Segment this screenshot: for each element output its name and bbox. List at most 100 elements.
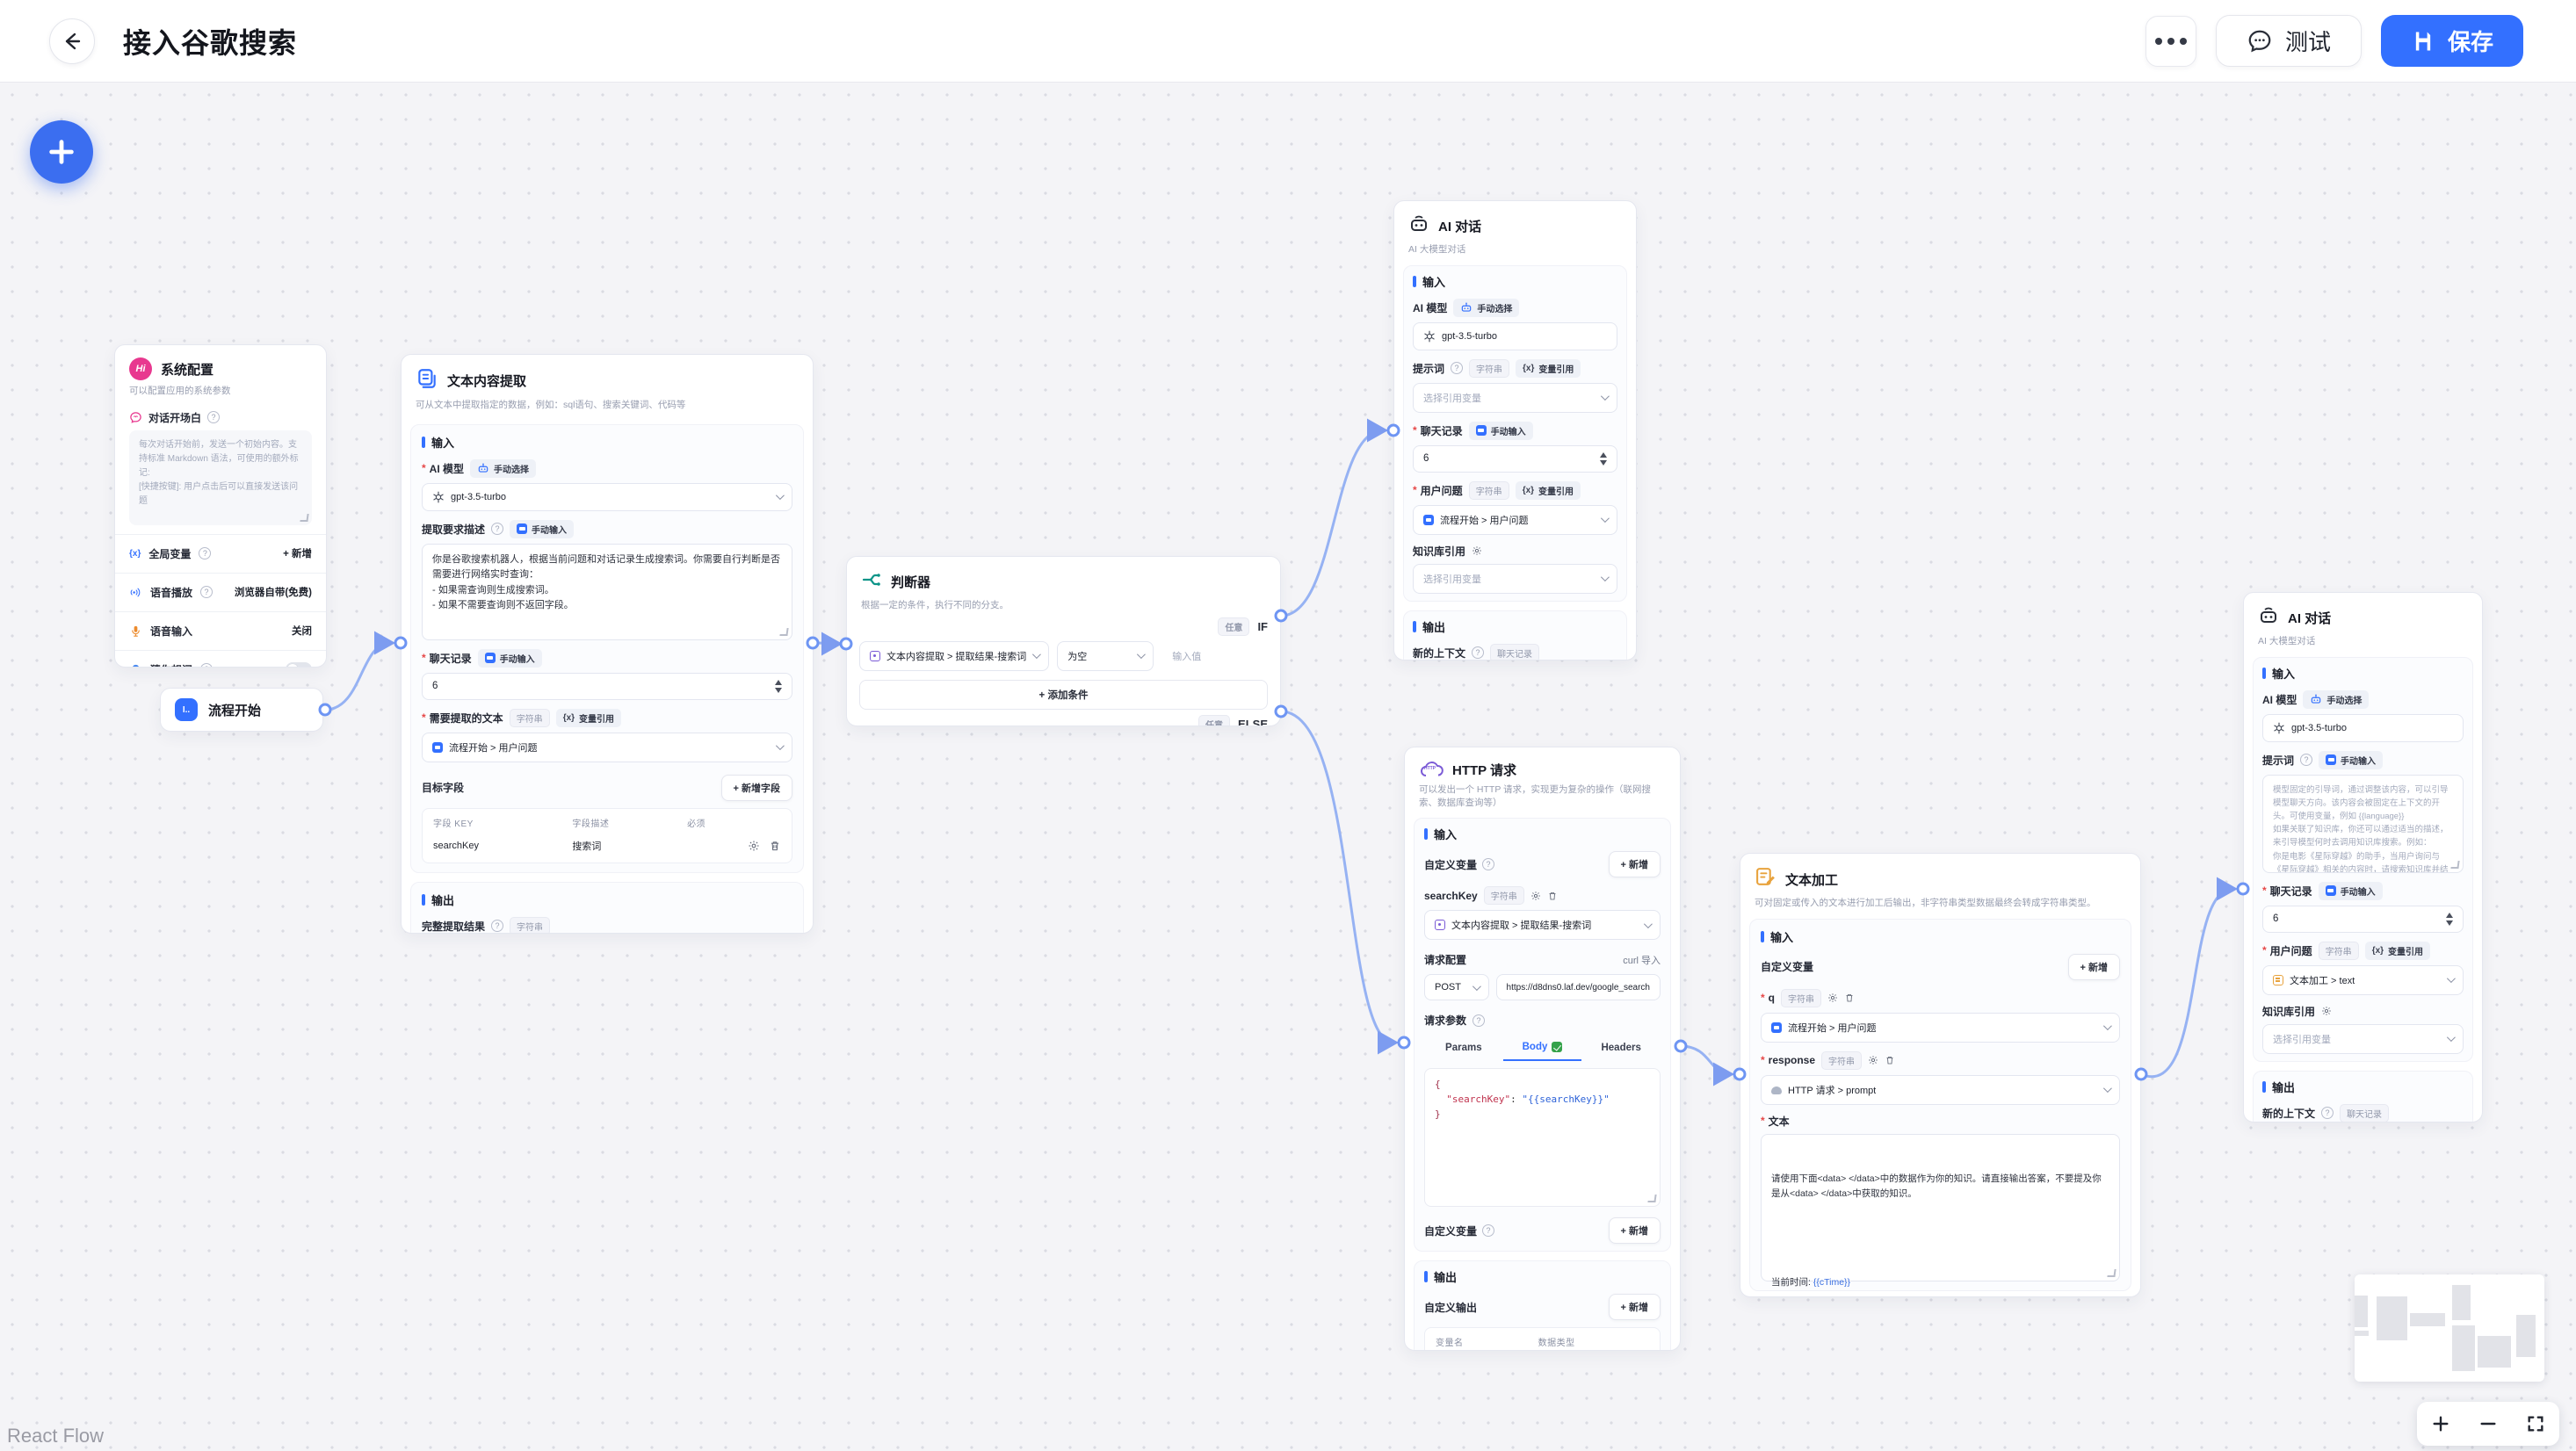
help-icon[interactable]: ? <box>199 547 212 560</box>
trash-icon[interactable] <box>1547 891 1558 901</box>
help-icon[interactable]: ? <box>1482 1224 1495 1238</box>
body-json-editor[interactable]: { "searchKey": "{{searchKey}}" } <box>1424 1068 1661 1208</box>
global-variable-row[interactable]: {x} 全局变量? + 新增 <box>115 533 326 573</box>
node-flow-start[interactable]: I.. 流程开始 <box>160 688 323 732</box>
handle-http-in[interactable] <box>1397 1036 1411 1050</box>
tab-body[interactable]: Body <box>1502 1036 1582 1062</box>
welcome-label: 对话开场白 <box>148 411 202 424</box>
handle-extract-in[interactable] <box>394 636 408 650</box>
help-icon[interactable]: ? <box>491 523 504 536</box>
help-icon[interactable]: ? <box>207 411 221 424</box>
help-icon[interactable]: ? <box>1451 362 1464 375</box>
help-icon[interactable]: ? <box>2300 754 2313 767</box>
node-system-config[interactable]: Hi 系统配置 可以配置应用的系统参数 对话开场白 ? 每次对话开始前，发送一个… <box>114 344 327 668</box>
tab-params[interactable]: Params <box>1445 1043 1482 1054</box>
question-ref-select[interactable]: 文本加工 > text <box>2262 964 2464 995</box>
fit-view-icon[interactable] <box>2526 1414 2545 1433</box>
handle-flow-start-out[interactable] <box>318 703 332 717</box>
minimap[interactable] <box>2355 1274 2544 1382</box>
back-button[interactable] <box>49 18 95 64</box>
guess-row[interactable]: 猜你想问? <box>115 649 326 667</box>
trash-icon[interactable] <box>1844 993 1855 1003</box>
add-node-button[interactable] <box>30 120 93 184</box>
settings-icon[interactable] <box>2321 1006 2332 1016</box>
help-icon[interactable]: ? <box>1472 646 1485 660</box>
help-icon[interactable]: ? <box>1473 1014 1486 1027</box>
gear-icon[interactable] <box>1530 891 1541 901</box>
gear-icon[interactable] <box>1868 1055 1878 1065</box>
handle-http-out[interactable] <box>1674 1039 1688 1053</box>
more-button[interactable] <box>2145 15 2196 67</box>
handle-extract-out[interactable] <box>806 636 820 650</box>
add-variable-button[interactable]: + 新增 <box>283 549 312 560</box>
node-content-extract[interactable]: 文本内容提取 可从文本中提取指定的数据，例如：sql语句、搜索关键词、代码等 输… <box>401 354 814 934</box>
desc-textarea[interactable]: 你是谷歌搜索机器人，根据当前问题和对话记录生成搜索词。你需要自行判断是否需要进行… <box>422 543 792 640</box>
chevron-down-icon <box>1600 514 1610 523</box>
model-select[interactable]: gpt-3.5-turbo <box>1413 321 1617 350</box>
prompt-var-select[interactable]: 选择引用变量 <box>1413 382 1617 413</box>
settings-icon[interactable] <box>1472 545 1482 556</box>
variable-ref-select[interactable]: 文本内容提取 > 提取结果-搜索词 <box>1424 910 1661 941</box>
handle-ai-top-in[interactable] <box>1386 423 1400 437</box>
handle-classifier-in[interactable] <box>839 637 853 651</box>
node-classifier[interactable]: 判断器 根据一定的条件，执行不同的分支。 任意 IF 文本内容提取 > 提取结果… <box>846 556 1281 726</box>
gear-icon[interactable] <box>748 840 760 852</box>
add-output-button[interactable]: + 新增 <box>1608 1294 1661 1321</box>
question-ref-select[interactable]: 流程开始 > 用户问题 <box>1413 504 1617 535</box>
stepper[interactable] <box>1600 451 1607 466</box>
tts-row[interactable]: 语音播放? 浏览器自带(免费) <box>115 572 326 611</box>
source-ref-select[interactable]: 流程开始 > 用户问题 <box>422 732 792 762</box>
add-variable-button[interactable]: + 新增 <box>2067 953 2120 980</box>
test-button[interactable]: 测试 <box>2215 15 2362 67</box>
history-number-input[interactable]: 6 <box>1413 444 1617 473</box>
curl-import-link[interactable]: curl 导入 <box>1623 955 1661 966</box>
handle-ai-right-in[interactable] <box>2236 882 2250 896</box>
response-ref-select[interactable]: HTTP 请求 > prompt <box>1761 1074 2120 1105</box>
gear-icon[interactable] <box>1827 993 1838 1003</box>
help-icon[interactable]: ? <box>200 663 213 667</box>
handle-classifier-else-out[interactable] <box>1274 704 1288 718</box>
method-select[interactable]: POST <box>1424 974 1489 1001</box>
zoom-in-icon[interactable] <box>2431 1414 2450 1433</box>
history-number-input[interactable]: 6 <box>2262 905 2464 933</box>
model-select[interactable]: gpt-3.5-turbo <box>2262 713 2464 742</box>
save-button[interactable]: 保存 <box>2380 15 2523 67</box>
handle-text-edit-in[interactable] <box>1733 1067 1747 1081</box>
add-condition-button[interactable]: + 添加条件 <box>859 679 1268 710</box>
node-text-edit[interactable]: 文本加工 可对固定或传入的文本进行加工后输出，非字符串类型数据最终会转成字符串类… <box>1740 853 2141 1297</box>
handle-text-edit-out[interactable] <box>2134 1067 2148 1081</box>
stepper[interactable] <box>2446 912 2453 926</box>
tab-headers[interactable]: Headers <box>1601 1043 1641 1054</box>
help-icon[interactable]: ? <box>491 920 504 933</box>
help-icon[interactable]: ? <box>200 586 213 599</box>
text-template-textarea[interactable]: 请使用下面<data> </data>中的数据作为你的知识。请直接输出答案，不要… <box>1761 1133 2120 1288</box>
help-icon[interactable]: ? <box>1482 858 1495 871</box>
guess-toggle[interactable] <box>286 662 312 667</box>
prompt-textarea[interactable]: 模型固定的引导词，通过调整该内容，可以引导模型聊天方向。该内容会被固定在上下文的… <box>2262 774 2464 873</box>
stt-row[interactable]: 语音输入 关闭 <box>115 610 326 650</box>
condition-operator-select[interactable]: 为空 <box>1057 640 1154 671</box>
url-input[interactable]: https://d8dns0.laf.dev/google_search <box>1495 974 1661 1001</box>
trash-icon[interactable] <box>1885 1055 1895 1065</box>
kb-var-select[interactable]: 选择引用变量 <box>2262 1023 2464 1054</box>
add-field-button[interactable]: + 新增字段 <box>720 774 792 801</box>
kb-var-select[interactable]: 选择引用变量 <box>1413 563 1617 594</box>
flow-canvas[interactable]: Hi 系统配置 可以配置应用的系统参数 对话开场白 ? 每次对话开始前，发送一个… <box>0 83 2576 1451</box>
handle-classifier-if-out[interactable] <box>1274 609 1288 623</box>
model-select[interactable]: gpt-3.5-turbo <box>422 482 792 511</box>
node-ai-chat-right[interactable]: AI 对话 AI 大模型对话 输入 AI 模型 手动选择 gpt-3.5-tur… <box>2243 592 2483 1123</box>
condition-variable-select[interactable]: 文本内容提取 > 提取结果-搜索词 <box>859 640 1050 671</box>
help-icon[interactable]: ? <box>2321 1107 2334 1120</box>
trash-icon[interactable] <box>769 840 781 852</box>
welcome-textarea[interactable]: 每次对话开始前，发送一个初始内容。支持标准 Markdown 语法，可使用的额外… <box>129 430 312 525</box>
node-ai-chat-top[interactable]: AI 对话 AI 大模型对话 输入 AI 模型 手动选择 gpt-3.5-tur… <box>1393 200 1637 661</box>
node-http-request[interactable]: HTTP HTTP 请求 可以发出一个 HTTP 请求，实现更为复杂的操作（联网… <box>1404 747 1681 1351</box>
add-variable-button[interactable]: + 新增 <box>1608 1217 1661 1245</box>
zoom-out-icon[interactable] <box>2478 1414 2498 1433</box>
condition-value-input[interactable]: 输入值 <box>1161 640 1268 671</box>
edge-textedit-to-aichat <box>2140 877 2238 1079</box>
q-ref-select[interactable]: 流程开始 > 用户问题 <box>1761 1012 2120 1043</box>
add-variable-button[interactable]: + 新增 <box>1608 851 1661 878</box>
history-number-input[interactable]: 6 <box>422 672 792 700</box>
stepper[interactable] <box>775 679 782 693</box>
